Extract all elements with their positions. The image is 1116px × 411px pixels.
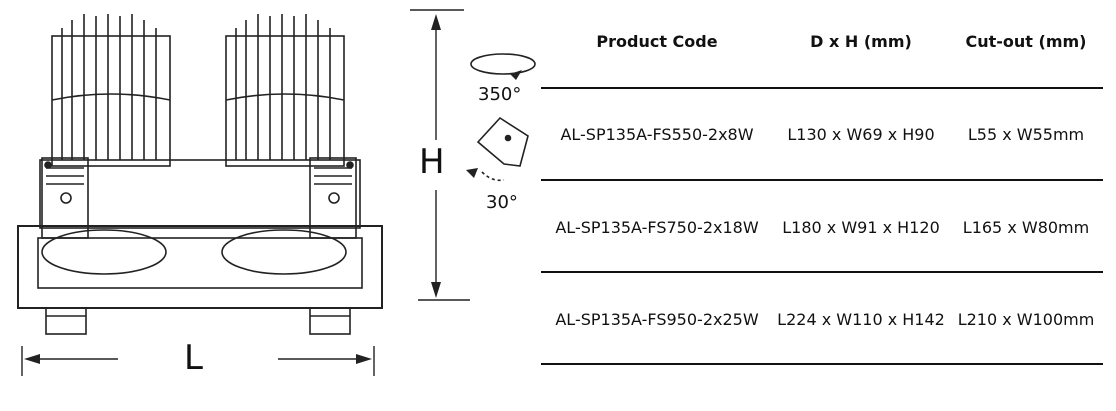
header-cutout: Cut-out (mm) (965, 32, 1087, 51)
height-label: H (419, 142, 445, 182)
cell-cutout: L55 x W55mm (967, 125, 1085, 144)
right-heatsink (225, 14, 345, 167)
header-dimensions: D x H (mm) (810, 32, 912, 51)
fixture-body (39, 159, 361, 229)
table-row: AL-SP135A-FS950-2x25W L224 x W110 x H142… (541, 273, 1103, 363)
cell-dimensions: L224 x W110 x H142 (777, 310, 945, 329)
rotation-350-label: 350° (478, 84, 522, 105)
divider (541, 179, 1103, 181)
tilt-30-label: 30° (486, 192, 518, 213)
fixture-drawing (17, 9, 536, 376)
cell-dimensions: L130 x W69 x H90 (787, 125, 935, 144)
width-label: L (184, 338, 203, 378)
height-dimension (410, 9, 470, 301)
divider (541, 363, 1103, 365)
table-row: AL-SP135A-FS750-2x18W L180 x W91 x H120 … (541, 181, 1103, 271)
width-dimension (21, 346, 375, 376)
header-product-code: Product Code (596, 32, 718, 51)
divider (541, 271, 1103, 273)
cell-cutout: L165 x W80mm (962, 218, 1090, 237)
cell-cutout: L210 x W100mm (957, 310, 1095, 329)
tilt-30-icon (466, 116, 529, 182)
trim-frame (17, 225, 383, 309)
table-row: AL-SP135A-FS550-2x8W L130 x W69 x H90 L5… (541, 89, 1103, 179)
rotate-350-icon (470, 53, 536, 80)
cell-product-code: AL-SP135A-FS550-2x8W (560, 125, 754, 144)
divider (541, 87, 1103, 89)
left-heatsink (51, 14, 171, 167)
cell-product-code: AL-SP135A-FS750-2x18W (555, 218, 759, 237)
table-header: Product Code D x H (mm) Cut-out (mm) (541, 0, 1103, 88)
cell-product-code: AL-SP135A-FS950-2x25W (555, 310, 759, 329)
cell-dimensions: L180 x W91 x H120 (782, 218, 940, 237)
